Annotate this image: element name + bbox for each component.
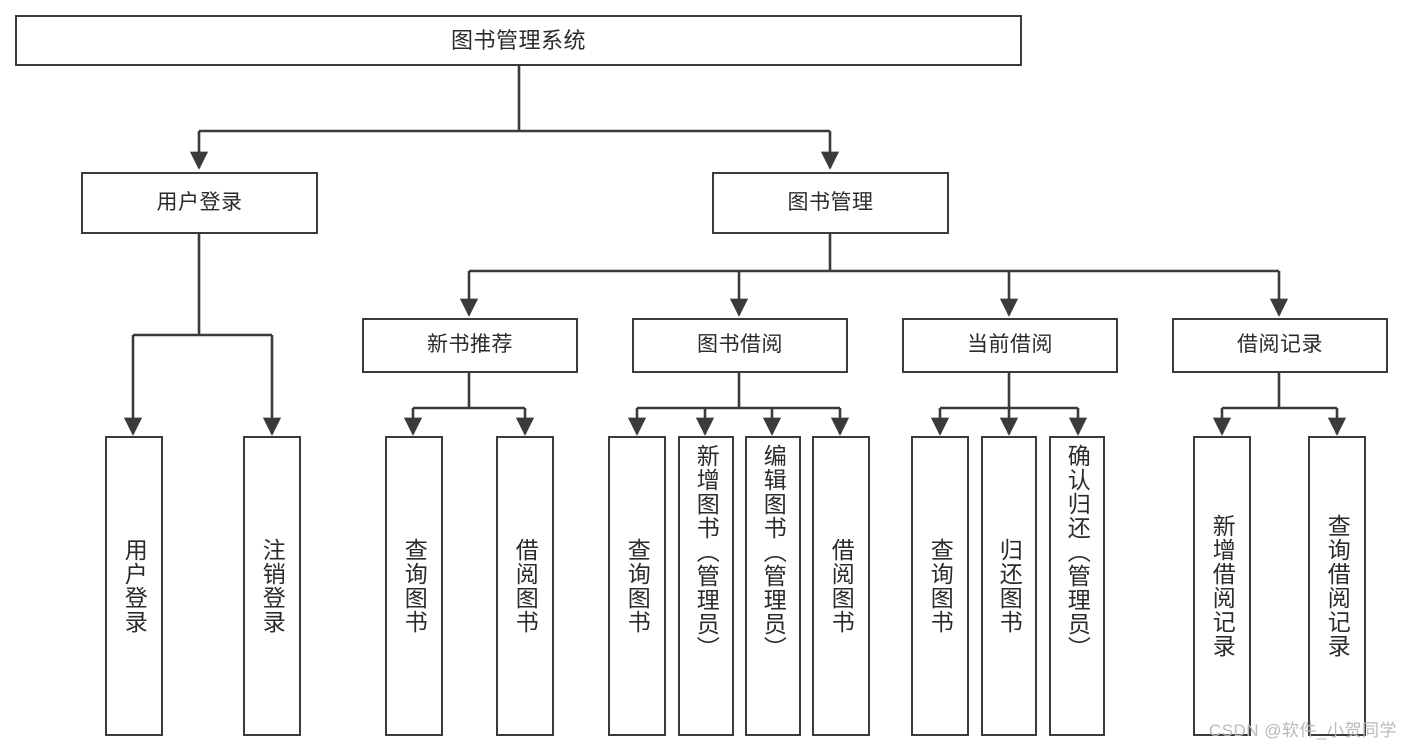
node-label: 编辑图书（管理员） xyxy=(760,444,787,660)
leaf-recommend-query-book[interactable]: 查询图书 xyxy=(385,436,443,736)
node-label: 确认归还（管理员） xyxy=(1064,444,1091,660)
node-borrow-record[interactable]: 借阅记录 xyxy=(1172,318,1388,373)
node-root-system[interactable]: 图书管理系统 xyxy=(15,15,1022,66)
csdn-watermark: CSDN @软件_小贺同学 xyxy=(1208,721,1397,740)
node-label: 借阅记录 xyxy=(1237,333,1323,357)
node-label: 图书管理 xyxy=(787,190,874,214)
leaf-borrow-edit-book-admin[interactable]: 编辑图书（管理员） xyxy=(745,436,801,736)
leaf-current-confirm-return-admin[interactable]: 确认归还（管理员） xyxy=(1049,436,1105,736)
node-label: 用户登录 xyxy=(156,190,243,214)
leaf-user-login-signin[interactable]: 用户登录 xyxy=(105,436,163,736)
node-label: 借阅图书 xyxy=(512,538,539,634)
node-book-management[interactable]: 图书管理 xyxy=(712,172,949,234)
node-label: 图书管理系统 xyxy=(450,27,586,53)
node-label: 查询图书 xyxy=(401,538,428,634)
leaf-record-add-record[interactable]: 新增借阅记录 xyxy=(1193,436,1251,736)
leaf-borrow-borrow-book[interactable]: 借阅图书 xyxy=(812,436,870,736)
node-new-book-recommend[interactable]: 新书推荐 xyxy=(362,318,578,373)
leaf-user-login-signout[interactable]: 注销登录 xyxy=(243,436,301,736)
node-label: 图书借阅 xyxy=(697,333,783,357)
node-current-borrow[interactable]: 当前借阅 xyxy=(902,318,1118,373)
node-label: 新增图书（管理员） xyxy=(693,444,720,660)
node-label: 新增借阅记录 xyxy=(1209,514,1236,658)
node-label: 当前借阅 xyxy=(967,333,1053,357)
node-book-borrow[interactable]: 图书借阅 xyxy=(632,318,848,373)
node-label: 归还图书 xyxy=(996,538,1023,634)
leaf-borrow-add-book-admin[interactable]: 新增图书（管理员） xyxy=(678,436,734,736)
node-user-login[interactable]: 用户登录 xyxy=(81,172,318,234)
node-label: 用户登录 xyxy=(121,538,148,634)
node-label: 查询图书 xyxy=(624,538,651,634)
node-label: 查询图书 xyxy=(927,538,954,634)
node-label: 查询借阅记录 xyxy=(1324,514,1351,658)
node-label: 借阅图书 xyxy=(828,538,855,634)
leaf-record-query-record[interactable]: 查询借阅记录 xyxy=(1308,436,1366,736)
leaf-borrow-query-book[interactable]: 查询图书 xyxy=(608,436,666,736)
leaf-current-query-book[interactable]: 查询图书 xyxy=(911,436,969,736)
leaf-current-return-book[interactable]: 归还图书 xyxy=(981,436,1037,736)
node-label: 注销登录 xyxy=(259,538,286,634)
leaf-recommend-borrow-book[interactable]: 借阅图书 xyxy=(496,436,554,736)
node-label: 新书推荐 xyxy=(427,333,513,357)
